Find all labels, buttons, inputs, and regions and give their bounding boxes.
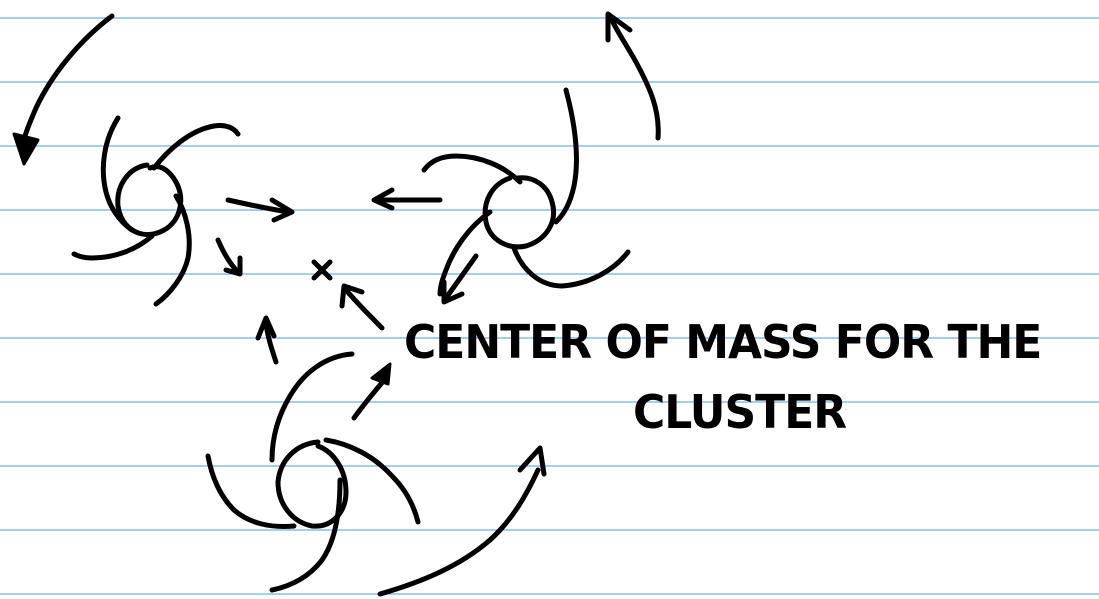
arrow-out-top-left <box>19 13 115 151</box>
arrowhead-icon <box>255 315 277 341</box>
arrowhead-icon <box>12 132 40 166</box>
arrowhead-icon <box>339 283 365 309</box>
arrow-in-5 <box>343 287 385 331</box>
arrowhead-icon <box>371 187 395 211</box>
arrow-in-2 <box>215 237 241 275</box>
arrow-in-7 <box>351 375 389 421</box>
center-of-mass-label-line-2: CLUSTER <box>633 385 847 440</box>
arrow-out-bottom-right <box>377 467 541 597</box>
arrowhead-icon <box>370 362 392 386</box>
galaxy-bottom <box>205 351 421 593</box>
arrowhead-icon <box>269 197 295 223</box>
inward-arrows <box>215 187 479 421</box>
galaxy-top-left <box>71 115 241 307</box>
center-of-mass-marker <box>311 259 333 281</box>
arrow-in-6 <box>263 321 279 365</box>
center-of-mass-label-line-1: CENTER OF MASS FOR THE <box>404 315 1042 370</box>
arrowhead-icon <box>517 445 547 477</box>
arrow-out-top-right <box>607 13 661 141</box>
arrowhead-icon <box>441 279 465 305</box>
arrow-in-4 <box>443 253 479 301</box>
ruled-lines <box>0 17 1099 595</box>
arrowhead-icon <box>223 255 243 277</box>
arrowhead-icon <box>605 11 633 43</box>
arrow-in-1 <box>225 197 291 215</box>
galaxy-top-right <box>421 87 631 297</box>
outward-arrows <box>12 11 661 597</box>
